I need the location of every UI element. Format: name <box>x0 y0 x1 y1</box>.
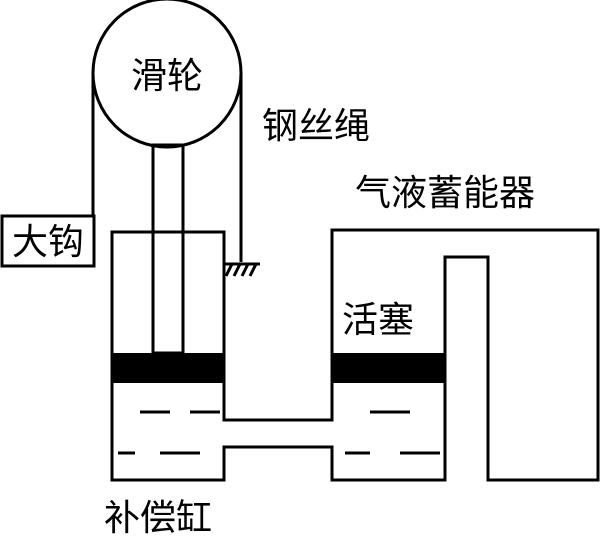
pulley-rod <box>151 143 185 355</box>
pulley-label: 滑轮 <box>131 56 203 97</box>
ground-anchor <box>224 262 260 277</box>
wire-rope-label: 钢丝绳 <box>262 106 370 147</box>
hook-box <box>0 214 96 268</box>
accumulator-piston <box>332 353 445 383</box>
liquid-left <box>118 410 220 455</box>
compensation-cylinder <box>110 228 600 482</box>
liquid-right <box>345 410 440 455</box>
compensation-cylinder-label: 补偿缸 <box>104 498 212 539</box>
hook-label: 大钩 <box>12 222 84 263</box>
cylinder-piston <box>112 353 224 383</box>
piston-label: 活塞 <box>342 300 414 341</box>
accumulator-label: 气液蓄能器 <box>355 173 535 214</box>
